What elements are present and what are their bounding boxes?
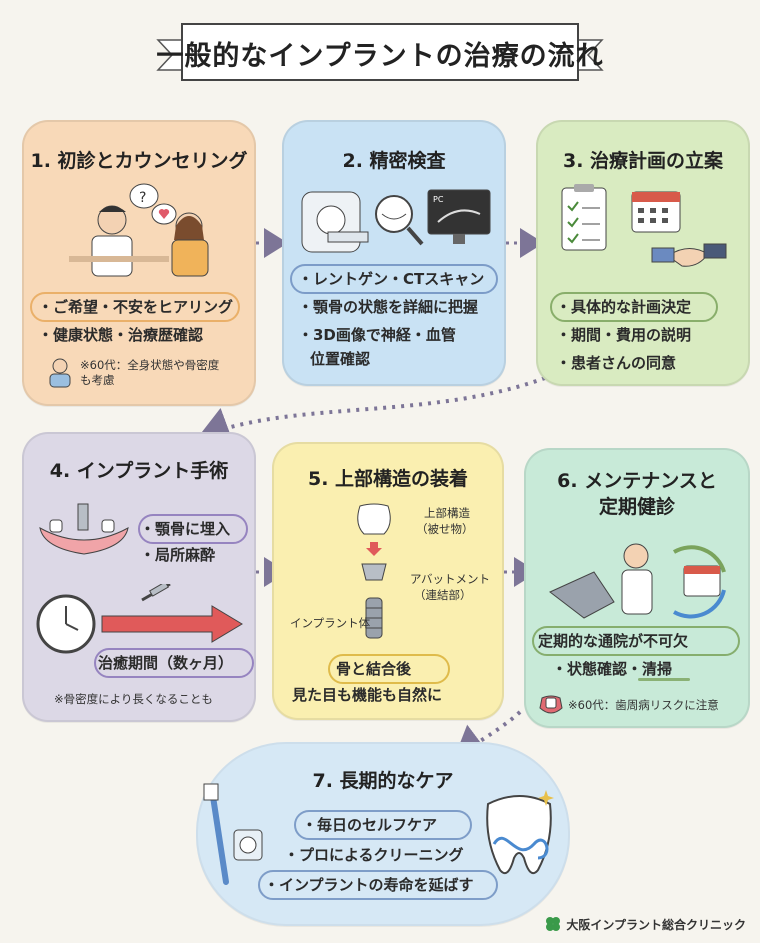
step-5-card: 5. 上部構造の装着 上部構造 （被せ物） アバットメント （連結部） インプラ… — [272, 442, 504, 720]
step-4-title: 4. インプラント手術 — [49, 460, 229, 482]
label-abutment-sub: （連結部） — [414, 588, 472, 602]
highlight-oval — [30, 292, 240, 322]
highlight-oval — [550, 292, 718, 322]
person-icon — [49, 358, 71, 388]
implant-jaw-icon — [39, 503, 129, 555]
tooth-infinity-icon — [486, 790, 554, 874]
highlight-oval — [294, 810, 472, 840]
step-6-note: ※60代：歯周病リスクに注意 — [568, 698, 719, 712]
step-3-title: 3. 治療計画の立案 — [562, 150, 724, 172]
clinic-footer: 大阪インプラント総合クリニック — [544, 915, 746, 933]
step-3-bullet-1: ・具体的な計画決定 — [556, 298, 692, 316]
counseling-illustration: ? — [69, 183, 209, 277]
highlight-oval — [290, 264, 498, 294]
step-4-bullet-1: ・顎骨に埋入 — [140, 520, 231, 538]
step-6-title-line-1: 6. メンテナンスと — [557, 470, 717, 492]
step-1-note: ※60代：全身状態や骨密度も考慮 — [80, 358, 220, 387]
svg-text:?: ? — [139, 190, 146, 206]
label-crown: 上部構造 — [424, 506, 470, 520]
gum-tooth-icon — [539, 695, 563, 714]
step-4-period: 治癒期間（数ヶ月） — [98, 654, 234, 672]
step-6-bullet-2: ・状態確認・清掃 — [552, 660, 673, 678]
checkup-illustration — [549, 543, 726, 619]
step-5-bottom-1: 骨と結合後 — [336, 660, 412, 678]
step-5-title: 5. 上部構造の装着 — [307, 468, 469, 490]
ct-scan-illustration: PC — [301, 189, 491, 253]
monitor-label: PC — [433, 195, 444, 204]
step-4-bullet-2: ・局所麻酔 — [140, 546, 216, 564]
step-3-bullet-3: ・患者さんの同意 — [556, 354, 677, 372]
step-1-card: 1. 初診とカウンセリング ? ・ご希望・不安をヒアリング ・健康状態・治療歴確… — [22, 120, 256, 406]
healing-timeline-illustration — [36, 584, 243, 654]
highlight-oval — [138, 514, 248, 544]
highlight-oval — [532, 626, 740, 656]
step-6-card: 6. メンテナンスと 定期健診 定期的な通院が不可欠 ・状態確認・清掃 ※60代… — [524, 448, 750, 728]
step-1-title: 1. 初診とカウンセリング — [30, 150, 248, 172]
step-1-bullet-2: ・健康状態・治療歴確認 — [38, 326, 204, 344]
step-4-card: 4. インプラント手術 ・顎骨に埋入 ・局所麻酔 治癒期間（数ヶ月） ※骨密度に… — [22, 432, 256, 722]
page-title: 一般的なインプラントの治療の流れ — [156, 40, 604, 72]
planning-illustration — [561, 184, 727, 267]
step-7-bullet-1: ・毎日のセルフケア — [302, 816, 438, 834]
step-2-bullet-1: ・レントゲン・CTスキャン — [298, 270, 485, 288]
step-2-card: 2. 精密検査 PC ・レントゲン・CTスキャン ・顎骨の状態を詳細に把握 ・3… — [282, 120, 506, 386]
label-abutment: アバットメント — [410, 572, 491, 586]
toothbrush-floss-icon — [203, 783, 263, 885]
step-2-bullet-3: ・3D画像で神経・血管 — [298, 326, 456, 344]
step-2-bullet-4: 位置確認 — [310, 350, 371, 368]
step-2-title: 2. 精密検査 — [342, 150, 446, 172]
underline-mark — [638, 678, 690, 681]
step-5-bottom-2: 見た目も機能も自然に — [292, 686, 443, 704]
ribbon-shape — [156, 23, 604, 81]
clover-icon — [546, 917, 561, 931]
implant-structure-diagram — [357, 503, 391, 639]
step-3-bullet-2: ・期間・費用の説明 — [556, 326, 692, 344]
label-implant-body: インプラント体 — [290, 616, 371, 630]
step-3-card: 3. 治療計画の立案 ・具体的な計画決定 ・期間・費用の説明 ・患者さんの同意 — [536, 120, 750, 386]
step-7-bullet-3: ・インプラントの寿命を延ばす — [264, 876, 474, 894]
step-2-bullet-2: ・顎骨の状態を詳細に把握 — [298, 298, 479, 316]
highlight-oval — [328, 654, 450, 684]
step-7-title: 7. 長期的なケア — [312, 770, 454, 792]
step-6-title-line-2: 定期健診 — [598, 496, 675, 518]
clinic-name: 大阪インプラント総合クリニック — [566, 917, 746, 932]
label-crown-sub: （被せ物） — [416, 522, 474, 536]
title-banner: 一般的なインプラントの治療の流れ — [150, 18, 610, 88]
highlight-oval — [258, 870, 498, 900]
step-7-bullet-2: ・プロによるクリーニング — [284, 846, 464, 864]
step-4-note: ※骨密度により長くなることも — [54, 692, 213, 706]
highlight-oval — [94, 648, 254, 678]
step-1-bullet-1: ・ご希望・不安をヒアリング — [38, 298, 234, 316]
step-6-bullet-1: 定期的な通院が不可欠 — [538, 632, 689, 650]
